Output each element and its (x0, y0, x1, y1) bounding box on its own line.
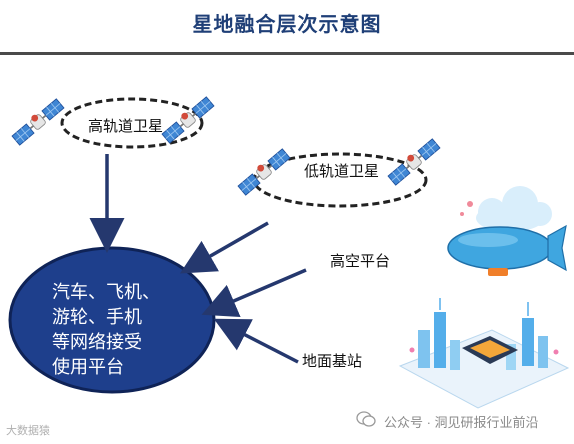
satellite-icon (9, 96, 65, 146)
satellite-icon (385, 136, 441, 186)
title-divider (0, 52, 574, 55)
arrow-high-platform (201, 268, 307, 318)
high-platform-label: 高空平台 (330, 253, 391, 270)
watermark-right: 公众号 · 洞见研报行业前沿 (384, 415, 539, 430)
user-platform-line: 汽车、飞机、 (52, 282, 160, 302)
arrow-low-orbit (179, 221, 269, 274)
ground-station-city-icon (398, 298, 570, 409)
low-orbit-label: 低轨道卫星 (304, 163, 380, 180)
blimp-icon (447, 224, 567, 276)
user-platform-text: 汽车、飞机、 游轮、手机 等网络接受 使用平台 (52, 280, 202, 380)
page-title: 星地融合层次示意图 (192, 12, 382, 36)
wechat-icon (356, 411, 376, 427)
ground-station-label: 地面基站 (302, 353, 363, 370)
watermark-left: 大数据猿 (6, 425, 50, 437)
cloud-icon (460, 186, 552, 232)
user-platform-line: 等网络接受 (52, 332, 142, 352)
high-orbit-label: 高轨道卫星 (88, 118, 164, 135)
satellite-icon (235, 146, 291, 196)
user-platform-line: 游轮、手机 (52, 307, 142, 327)
satellite-icon (159, 94, 215, 144)
arrow-ground-station (213, 318, 299, 364)
user-platform-line: 使用平台 (52, 357, 124, 377)
high-orbit-ellipse (60, 97, 204, 149)
